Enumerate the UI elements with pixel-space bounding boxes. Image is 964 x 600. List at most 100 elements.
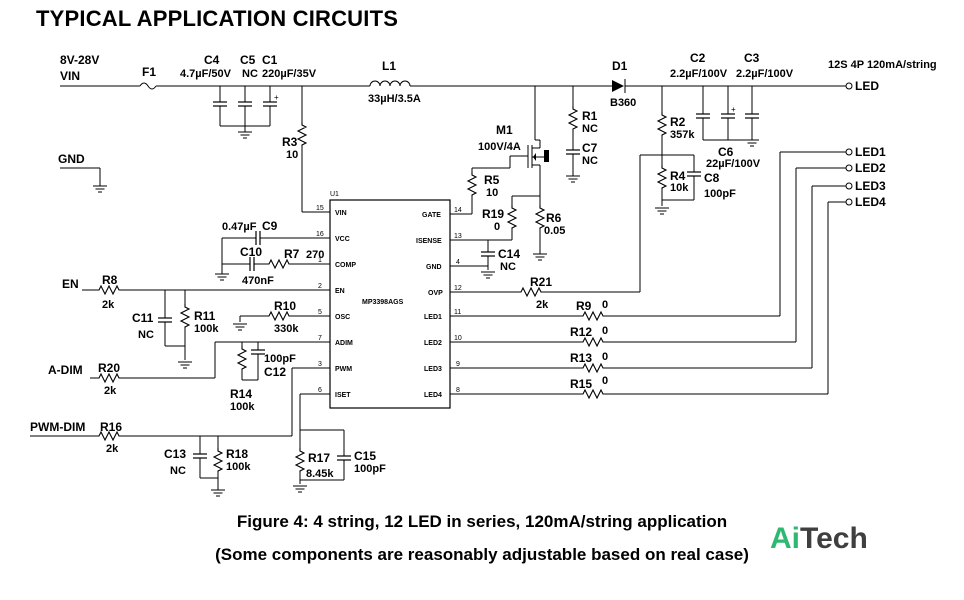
vin-label: VIN: [60, 69, 80, 83]
r4-ref: R4: [670, 169, 686, 183]
r17-ref: R17: [308, 451, 330, 465]
pwm-dim-label: PWM-DIM: [30, 420, 85, 434]
fuse-f1-symbol: [139, 82, 157, 90]
c4-ref: C4: [204, 53, 220, 67]
r6-value: 0.05: [544, 225, 565, 237]
r7-ref: R7: [284, 247, 300, 261]
c12-ref: C12: [264, 365, 286, 379]
r11-value: 100k: [194, 323, 219, 335]
pin-num-pwm: 3: [318, 361, 322, 368]
r3-branch: [297, 86, 330, 213]
led-label: LED: [855, 79, 879, 93]
r13-value: 0: [602, 351, 608, 363]
d1-ref: D1: [612, 59, 628, 73]
vin-rail: [60, 79, 853, 93]
figure-caption: Figure 4: 4 string, 12 LED in series, 12…: [236, 512, 728, 531]
comp-network: [222, 256, 310, 272]
figure-caption-note: (Some components are reasonably adjustab…: [215, 545, 749, 564]
c7-ref: C7: [582, 141, 598, 155]
led1-label: LED1: [855, 145, 886, 159]
r15-value: 0: [602, 375, 608, 387]
watermark-tech: Tech: [800, 522, 868, 555]
r11-ref: R11: [194, 309, 216, 323]
adim-network: [90, 341, 310, 383]
r8-ref: R8: [102, 273, 118, 287]
pin-num-iset: 6: [318, 387, 322, 394]
watermark-ai: Ai: [770, 522, 800, 555]
c12-value: 100pF: [264, 353, 296, 365]
pin-num-adim: 7: [318, 335, 322, 342]
r12-ref: R12: [570, 325, 592, 339]
pin-num-isense: 13: [454, 233, 462, 240]
led-output-terminal: [845, 82, 853, 90]
pin-num-led4: 8: [456, 387, 460, 394]
pin-name-gnd: GND: [426, 264, 442, 271]
output-capacitors: +: [695, 86, 760, 147]
c6-value: 22µF/100V: [706, 158, 761, 170]
c8-value: 100pF: [704, 188, 736, 200]
diode-d1-symbol: [612, 80, 624, 92]
r5-value: 10: [486, 187, 498, 199]
r9-value: 0: [602, 299, 608, 311]
c10-value: 470nF: [242, 275, 274, 287]
adim-label: A-DIM: [48, 363, 83, 377]
pin-num-led1: 11: [454, 309, 461, 316]
pin-name-led2: LED2: [424, 340, 442, 347]
pin-num-gate: 14: [454, 207, 462, 214]
c7-value: NC: [582, 155, 598, 167]
r12-value: 0: [602, 325, 608, 337]
led3-label: LED3: [855, 179, 886, 193]
ic-left-pins: [310, 211, 330, 395]
pin-name-iset: ISET: [335, 392, 351, 399]
pin-num-led3: 9: [456, 361, 460, 368]
c15-ref: C15: [354, 449, 376, 463]
c5-ref: C5: [240, 53, 256, 67]
c2-ref: C2: [690, 51, 706, 65]
string-note-label: 12S 4P 120mA/string: [828, 59, 937, 71]
gnd-terminal: [60, 167, 108, 193]
c6-ref: C6: [718, 145, 734, 159]
r13-ref: R13: [570, 351, 592, 365]
r1-value: NC: [582, 123, 598, 135]
r21-ref: R21: [530, 275, 552, 289]
c4-value: 4.7µF/50V: [180, 68, 232, 80]
c11-ref: C11: [132, 311, 154, 325]
r21-value: 2k: [536, 299, 549, 311]
r3-ref: R3: [282, 135, 298, 149]
en-label: EN: [62, 277, 79, 291]
pin-name-pwm: PWM: [335, 366, 352, 373]
pin-num-vin: 15: [316, 205, 324, 212]
c9-value: 0.47µF: [222, 221, 257, 233]
vin-range-label: 8V-28V: [60, 53, 99, 67]
ic-part-label: MP3398AGS: [362, 299, 404, 306]
r10-ref: R10: [274, 299, 296, 313]
r3-value: 10: [286, 149, 298, 161]
r6-ref: R6: [546, 211, 562, 225]
led2-label: LED2: [855, 161, 886, 175]
iset-network: [292, 393, 352, 493]
r18-ref: R18: [226, 447, 248, 461]
pin-num-vcc: 16: [316, 231, 324, 238]
snubber: [565, 86, 581, 183]
pin-num-en: 2: [318, 283, 322, 290]
m1-value: 100V/4A: [478, 141, 521, 153]
c14-value: NC: [500, 261, 516, 273]
pin-name-osc: OSC: [335, 314, 350, 321]
r7-value: 270: [306, 249, 324, 261]
r15-ref: R15: [570, 377, 592, 391]
c10-ref: C10: [240, 245, 262, 259]
c3-ref: C3: [744, 51, 760, 65]
r4-value: 10k: [670, 182, 689, 194]
pin-name-vin: VIN: [335, 210, 347, 217]
inductor-l1-symbol: [369, 80, 411, 87]
input-capacitors: +: [212, 86, 279, 139]
d1-value: B360: [610, 97, 636, 109]
c1-ref: C1: [262, 53, 278, 67]
gnd-label: GND: [58, 152, 85, 166]
c13-ref: C13: [164, 447, 186, 461]
c13-value: NC: [170, 465, 186, 477]
vcc-cap: [214, 230, 310, 281]
c9-ref: C9: [262, 219, 278, 233]
pin-num-osc: 5: [318, 309, 322, 316]
pin-name-comp: COMP: [335, 262, 356, 269]
